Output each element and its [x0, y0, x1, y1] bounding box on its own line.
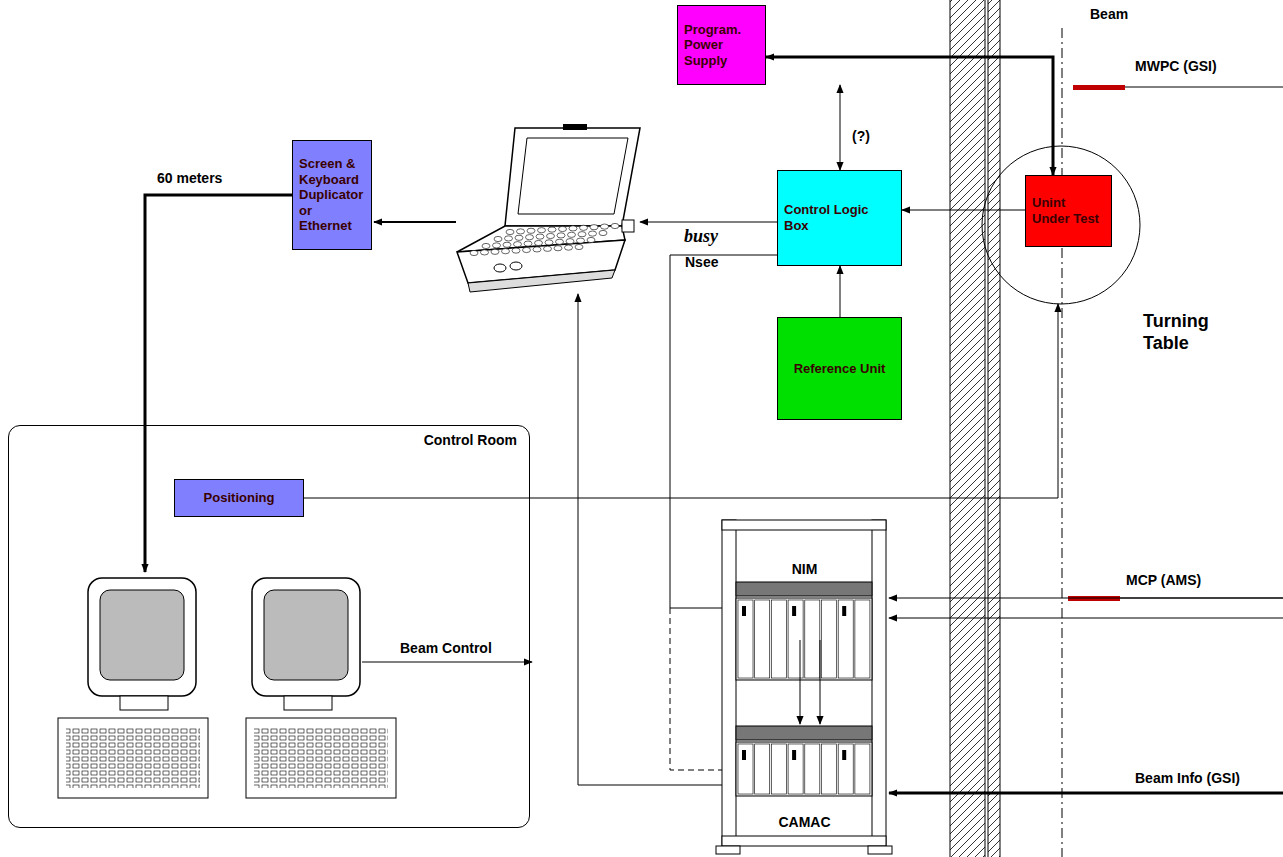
rack [716, 520, 892, 854]
node-text: Control Room [424, 432, 517, 449]
connector [840, 266, 841, 317]
connector [304, 304, 1058, 498]
node-text: Screen & Keyboard Duplicator or Ethernet [299, 156, 365, 234]
turning-table: Turning TableUnint Under Test [981, 145, 1141, 305]
detector-label: MWPC (GSI) [1133, 58, 1219, 74]
camac-crate: CAMAC [722, 718, 887, 833]
control-logic-box: Control Logic Box [777, 170, 902, 266]
connector [800, 640, 801, 724]
unit-under-test-box: Unint Under Test [1025, 175, 1112, 247]
workstations [58, 578, 396, 798]
connector [820, 640, 821, 724]
detector-label: MCP (AMS) [1124, 572, 1203, 588]
connector [902, 210, 1025, 211]
reference-unit-box: Reference Unit [777, 317, 902, 420]
control-room: Control RoomPositioning [8, 425, 530, 828]
node-text: Unint Under Test [1032, 195, 1105, 226]
power-supply-box: Program. Power Supply [677, 5, 766, 85]
cable-length: 60 meters [155, 170, 224, 186]
node-text: Turning Table [1143, 311, 1223, 354]
beam-label: Beam [1088, 6, 1130, 22]
edge-label: (?) [850, 128, 872, 144]
signal-name: Nsee [683, 254, 720, 270]
node-text: CAMAC [722, 814, 887, 831]
beam-axis [1062, 28, 1063, 857]
connector [766, 57, 1053, 175]
signal-name: Beam Control [398, 640, 494, 656]
connector [840, 85, 841, 170]
node-text: Control Logic Box [784, 202, 895, 233]
signal-name: Beam Info (GSI) [1133, 770, 1242, 786]
positioning-box: Positioning [174, 479, 304, 517]
node-text: NIM [722, 561, 887, 578]
connector [670, 255, 777, 608]
edge-label: busy [682, 226, 720, 247]
node-text: Reference Unit [794, 361, 886, 377]
duplicator-box: Screen & Keyboard Duplicator or Ethernet [292, 140, 372, 250]
node-text: Positioning [204, 490, 275, 506]
node-text: Program. Power Supply [684, 22, 759, 69]
mwpc-detector [1073, 85, 1125, 90]
nim-crate: NIM [722, 555, 887, 640]
shield-wall [950, 0, 1000, 857]
laptop [457, 124, 640, 292]
